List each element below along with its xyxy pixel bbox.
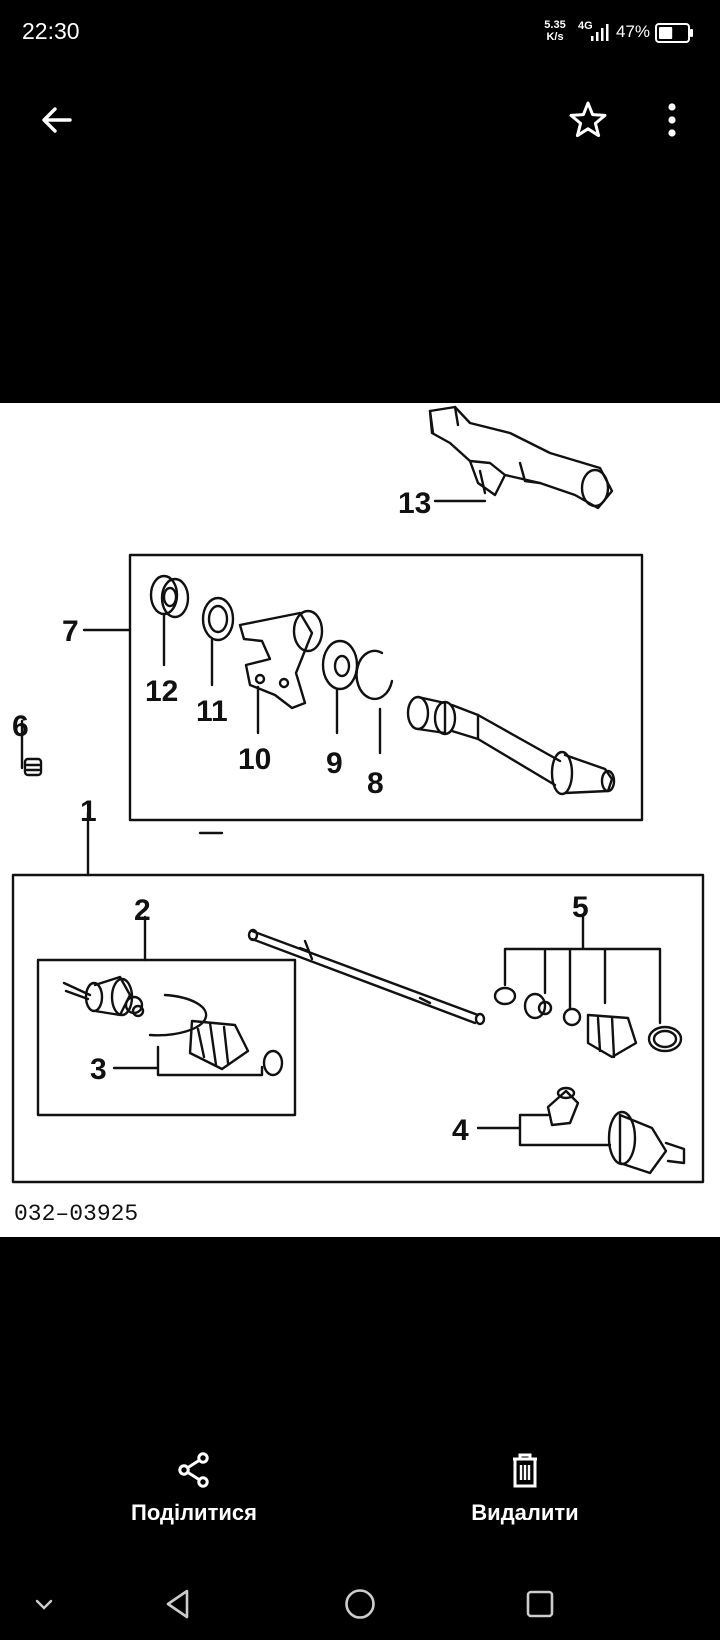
chevron-down-icon	[35, 1599, 53, 1610]
assembly-box-1	[11, 873, 705, 1184]
more-vert-icon	[668, 103, 676, 137]
circlip-part-8-drawing	[355, 649, 394, 701]
delete-button[interactable]: Видалити	[405, 1450, 645, 1540]
action-bar: Поділитися Видалити	[0, 1450, 720, 1570]
tripod-joint-drawing	[546, 1086, 686, 1175]
system-navigation-bar	[0, 1568, 720, 1640]
seal-part-12-drawing	[149, 574, 190, 619]
washer-part-9-drawing	[321, 639, 359, 691]
diagram-code: 032–03925	[14, 1201, 138, 1227]
share-label: Поділитися	[131, 1500, 257, 1525]
battery-icon	[655, 23, 693, 43]
back-button[interactable]	[28, 92, 84, 148]
callout-5: 5	[572, 891, 589, 924]
signal-icon	[591, 24, 609, 41]
assembly-box-2	[36, 958, 297, 1117]
outer-cv-joint-drawing	[62, 975, 284, 1077]
nav-recents-button[interactable]	[518, 1582, 562, 1626]
ring-part-11-drawing	[201, 596, 235, 642]
callout-13: 13	[398, 487, 431, 520]
network-speed-value: 5.35	[544, 19, 566, 31]
callout-11: 11	[196, 695, 228, 728]
favorite-button[interactable]	[560, 92, 616, 148]
photo-viewer-image[interactable]: 13 7 12 11 10 9 8 6 1 2 3 5 4 032–03925	[0, 403, 720, 1237]
callout-6: 6	[12, 710, 29, 743]
callout-3: 3	[90, 1053, 107, 1086]
intermediate-shaft-drawing	[406, 695, 616, 796]
network-speed-unit: K/s	[546, 31, 564, 43]
callout-10: 10	[238, 743, 271, 776]
share-button[interactable]: Поділитися	[74, 1450, 314, 1540]
assembly-box-7	[128, 553, 644, 822]
network-type: 4G	[578, 20, 593, 32]
status-time: 22:30	[22, 18, 80, 44]
bolt-part-6-drawing	[20, 719, 43, 777]
callout-2: 2	[134, 894, 151, 927]
nav-home-button[interactable]	[338, 1582, 382, 1626]
callout-8: 8	[367, 767, 384, 800]
callout-12: 12	[145, 675, 178, 708]
nav-back-button[interactable]	[156, 1582, 200, 1626]
star-icon	[569, 101, 607, 138]
recents-square-icon	[526, 1590, 554, 1618]
callout-9: 9	[326, 747, 343, 780]
trash-icon	[513, 1453, 537, 1488]
back-arrow-icon	[42, 107, 72, 133]
battery-level-fill	[659, 27, 673, 39]
share-icon	[178, 1452, 209, 1488]
more-options-button[interactable]	[646, 92, 698, 148]
parts-diagram: 13 7 12 11 10 9 8 6 1 2 3 5 4 032–03925	[11, 405, 705, 1227]
drive-shaft-drawing	[247, 928, 486, 1026]
home-circle-icon	[345, 1589, 375, 1619]
network-speed: 5.35 K/s	[540, 19, 570, 43]
battery-percent: 47%	[616, 22, 651, 41]
callout-4: 4	[452, 1114, 469, 1147]
back-triangle-icon	[166, 1589, 189, 1619]
hide-nav-button[interactable]	[22, 1582, 66, 1626]
delete-label: Видалити	[471, 1500, 579, 1525]
bearing-support-part-10-drawing	[238, 609, 324, 710]
callout-1: 1	[80, 795, 97, 828]
bracket-part-drawing	[428, 405, 614, 510]
status-bar: 22:30 5.35 K/s 4G 47%	[0, 0, 720, 66]
callout-7: 7	[62, 615, 79, 648]
top-app-bar	[0, 82, 720, 162]
inner-boot-kit-drawing	[493, 986, 683, 1059]
